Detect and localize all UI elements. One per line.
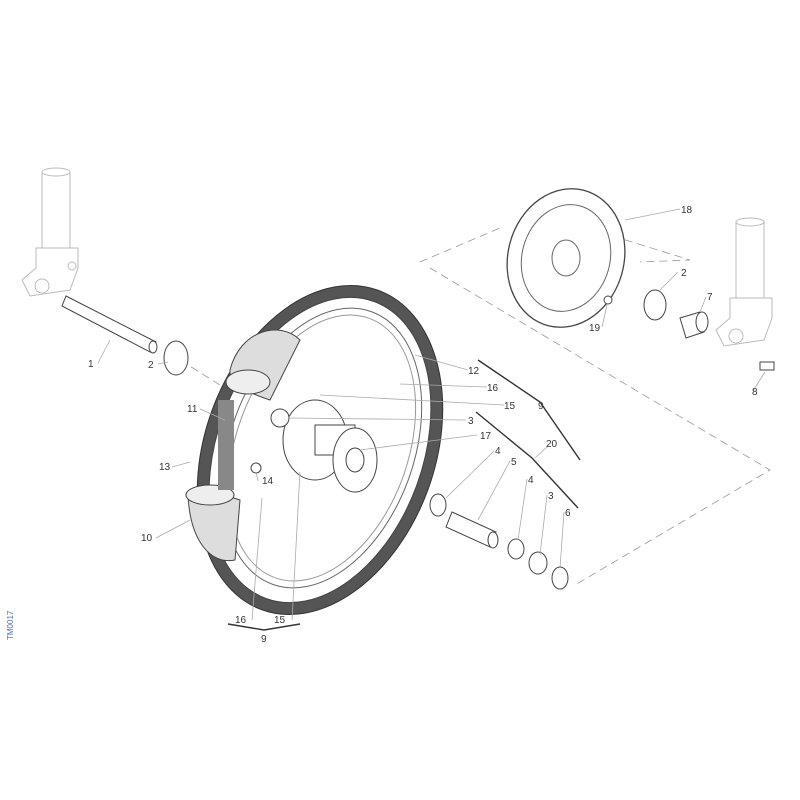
callout-15-top: 15 bbox=[504, 401, 516, 412]
callout-9-bottom: 9 bbox=[261, 634, 267, 645]
callout-2-right: 2 bbox=[681, 268, 687, 279]
callout-1: 1 bbox=[88, 359, 94, 370]
inner-tube-part bbox=[185, 329, 301, 562]
callout-12: 12 bbox=[468, 366, 480, 377]
pinch-screw-part bbox=[759, 361, 775, 371]
brace-spoke-kit-top bbox=[477, 359, 581, 461]
callout-4-left: 4 bbox=[495, 446, 501, 457]
callout-19: 19 bbox=[589, 323, 601, 334]
bearing-right-part bbox=[528, 551, 548, 575]
callout-8: 8 bbox=[752, 387, 758, 398]
callout-3-left: 3 bbox=[468, 416, 474, 427]
circlip-part bbox=[551, 566, 569, 590]
callout-16-bottom: 16 bbox=[235, 615, 247, 626]
hub-part bbox=[250, 399, 378, 493]
callout-4-right: 4 bbox=[528, 475, 534, 486]
callout-9-top: 9 bbox=[538, 401, 544, 412]
brake-disc-part bbox=[506, 188, 626, 328]
right-dust-cover-part bbox=[643, 289, 667, 321]
brace-bearing-kit bbox=[475, 411, 579, 509]
right-fork-leg bbox=[715, 217, 773, 347]
callout-18: 18 bbox=[681, 205, 693, 216]
callout-16-top: 16 bbox=[487, 383, 499, 394]
left-dust-cover-part bbox=[163, 340, 189, 376]
spacer-tube-part bbox=[445, 511, 499, 549]
callout-14: 14 bbox=[262, 476, 274, 487]
bushing-part bbox=[679, 311, 709, 339]
axis-line-lower bbox=[429, 267, 771, 586]
callout-15-bottom: 15 bbox=[274, 615, 286, 626]
drawing-code: TM0017 bbox=[6, 610, 15, 640]
leader-lines bbox=[97, 208, 766, 621]
callout-7: 7 bbox=[707, 292, 713, 303]
brace-spoke-kit-bottom bbox=[227, 623, 301, 631]
callout-13: 13 bbox=[159, 462, 171, 473]
callout-3-right: 3 bbox=[548, 491, 554, 502]
axle bbox=[61, 295, 158, 354]
callout-17: 17 bbox=[480, 431, 492, 442]
callout-5: 5 bbox=[511, 457, 517, 468]
spacer-right-part bbox=[507, 538, 525, 560]
spacer-left-part bbox=[429, 493, 447, 517]
callout-10: 10 bbox=[141, 533, 153, 544]
callout-6: 6 bbox=[565, 508, 571, 519]
callout-11: 11 bbox=[187, 404, 198, 415]
callout-2: 2 bbox=[148, 360, 154, 371]
axis-line-upper bbox=[419, 227, 691, 263]
callout-20: 20 bbox=[546, 439, 558, 450]
left-fork-leg bbox=[21, 167, 79, 297]
